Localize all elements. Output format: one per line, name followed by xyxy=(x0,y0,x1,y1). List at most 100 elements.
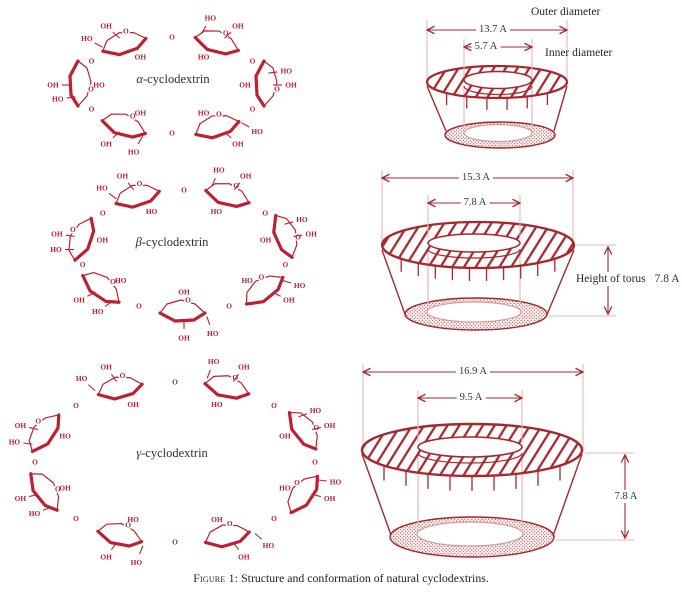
alpha-structure: OOOHHOHOOOOHHOOHOOOHHOHOOOOHHOOHOOOHHOHO… xyxy=(47,14,297,157)
atom-label: HO xyxy=(131,558,143,567)
atom-label: HO xyxy=(50,245,62,254)
gamma-torus-diagram xyxy=(360,364,634,558)
gamma-structure: OOOHHOHOOOOHHOOHOOOHHOHOOOOHHOOHOOOHHOHO… xyxy=(9,357,342,567)
atom-label: O xyxy=(169,33,175,42)
atom-label: OH xyxy=(117,171,129,180)
atom-label: HO xyxy=(93,81,105,90)
atom-label: HO xyxy=(92,307,104,316)
atom-label: OH xyxy=(239,81,251,90)
atom-label: HO xyxy=(208,357,220,366)
atom-label: HO xyxy=(81,34,93,43)
atom-label: O xyxy=(314,423,320,432)
outer-diameter-caption: Outer diameter xyxy=(531,6,601,18)
atom-label: OH xyxy=(324,421,336,430)
atom-label: O xyxy=(125,521,131,530)
figure-caption-label: Figure 1: xyxy=(193,571,239,585)
alpha-torus-diagram xyxy=(427,20,567,149)
atom-label: O xyxy=(181,186,187,195)
glucose-unit xyxy=(96,376,144,401)
atom-label: OH xyxy=(178,288,190,297)
atom-label: OH xyxy=(324,494,336,503)
atom-label: OH xyxy=(15,421,27,430)
atom-label: O xyxy=(88,85,94,94)
atom-label: OH xyxy=(238,552,250,561)
beta-name-suffix: -cyclodextrin xyxy=(141,235,209,249)
glucose-unit xyxy=(81,271,121,304)
atom-label: O xyxy=(73,401,79,410)
atom-label: OH xyxy=(73,296,85,305)
glucose-unit xyxy=(68,59,92,108)
glucose-unit xyxy=(287,474,320,515)
atom-label: O xyxy=(80,260,86,269)
atom-label: O xyxy=(130,112,136,121)
atom-label: O xyxy=(232,373,238,382)
atom-label: O xyxy=(250,105,256,114)
beta-inner-diameter-value: 7.8 A xyxy=(460,196,490,209)
glucose-unit xyxy=(28,413,61,454)
atom-label: O xyxy=(227,519,233,528)
atom-label: HO xyxy=(263,541,275,550)
atom-label: O xyxy=(295,232,301,241)
atom-label: O xyxy=(55,484,61,493)
glucose-unit xyxy=(203,524,251,549)
atom-label: O xyxy=(123,26,129,35)
atom-label: O xyxy=(233,181,239,190)
atom-label: O xyxy=(100,208,106,217)
glucose-unit xyxy=(158,299,207,323)
atom-label: HO xyxy=(127,515,139,524)
atom-label: OH xyxy=(279,431,291,440)
atom-label: HO xyxy=(198,52,210,61)
atom-label: O xyxy=(294,478,300,487)
atom-label: O xyxy=(89,105,95,114)
glucose-unit xyxy=(114,184,161,209)
atom-label: HO xyxy=(29,509,41,518)
atom-label: O xyxy=(110,277,116,286)
atom-label: HO xyxy=(211,400,223,409)
atom-label: O xyxy=(89,57,95,66)
atom-label: OH xyxy=(100,552,112,561)
glucose-unit xyxy=(193,30,240,56)
atom-label: OH xyxy=(97,236,109,245)
beta-structure: OOOHHOHOOOOHHOOHOOOHHOHOOOOHHOOHOOOHHOHO… xyxy=(50,165,317,342)
atom-label: OH xyxy=(100,363,112,372)
glucose-unit xyxy=(101,32,148,57)
atom-label: O xyxy=(271,401,277,410)
atom-label: OH xyxy=(232,139,244,148)
gamma-symbol: γ xyxy=(136,446,142,460)
atom-label: O xyxy=(259,272,265,281)
beta-height-value: 7.8 A xyxy=(654,273,680,285)
atom-label: HO xyxy=(280,66,292,75)
atom-label: HO xyxy=(251,127,263,136)
atom-label: O xyxy=(120,371,126,380)
atom-label: O xyxy=(250,57,256,66)
beta-symbol: β xyxy=(135,235,142,249)
atom-label: O xyxy=(136,301,142,310)
atom-label: HO xyxy=(294,281,306,290)
atom-label: OH xyxy=(51,229,63,238)
atom-label: O xyxy=(312,458,318,467)
atom-label: HO xyxy=(198,109,210,118)
beta-outer-diameter-value: 15.3 A xyxy=(458,171,494,184)
atom-label: O xyxy=(169,129,175,138)
gamma-name-suffix: -cyclodextrin xyxy=(141,446,208,460)
atom-label: OH xyxy=(100,139,112,148)
atom-label: O xyxy=(223,29,229,38)
gamma-cyclodextrin-label: γ-cyclodextrin xyxy=(136,446,208,461)
atom-label: O xyxy=(185,296,191,305)
figure-caption-text: Structure and conformation of natural cy… xyxy=(241,571,489,585)
alpha-cyclodextrin-label: α-cyclodextrin xyxy=(136,72,209,87)
glucose-unit xyxy=(272,213,298,259)
atom-label: OH xyxy=(15,494,27,503)
figure-caption: Figure 1: Structure and conformation of … xyxy=(0,571,682,586)
atom-label: OH xyxy=(127,400,139,409)
beta-cyclodextrin-label: β-cyclodextrin xyxy=(136,235,209,250)
glucose-unit xyxy=(68,216,96,262)
atom-label: O xyxy=(226,301,232,310)
glucose-unit xyxy=(194,115,241,140)
gamma-outer-diameter-value: 16.9 A xyxy=(455,365,491,378)
atom-label: HO xyxy=(9,437,21,446)
atom-label: HO xyxy=(213,165,225,174)
